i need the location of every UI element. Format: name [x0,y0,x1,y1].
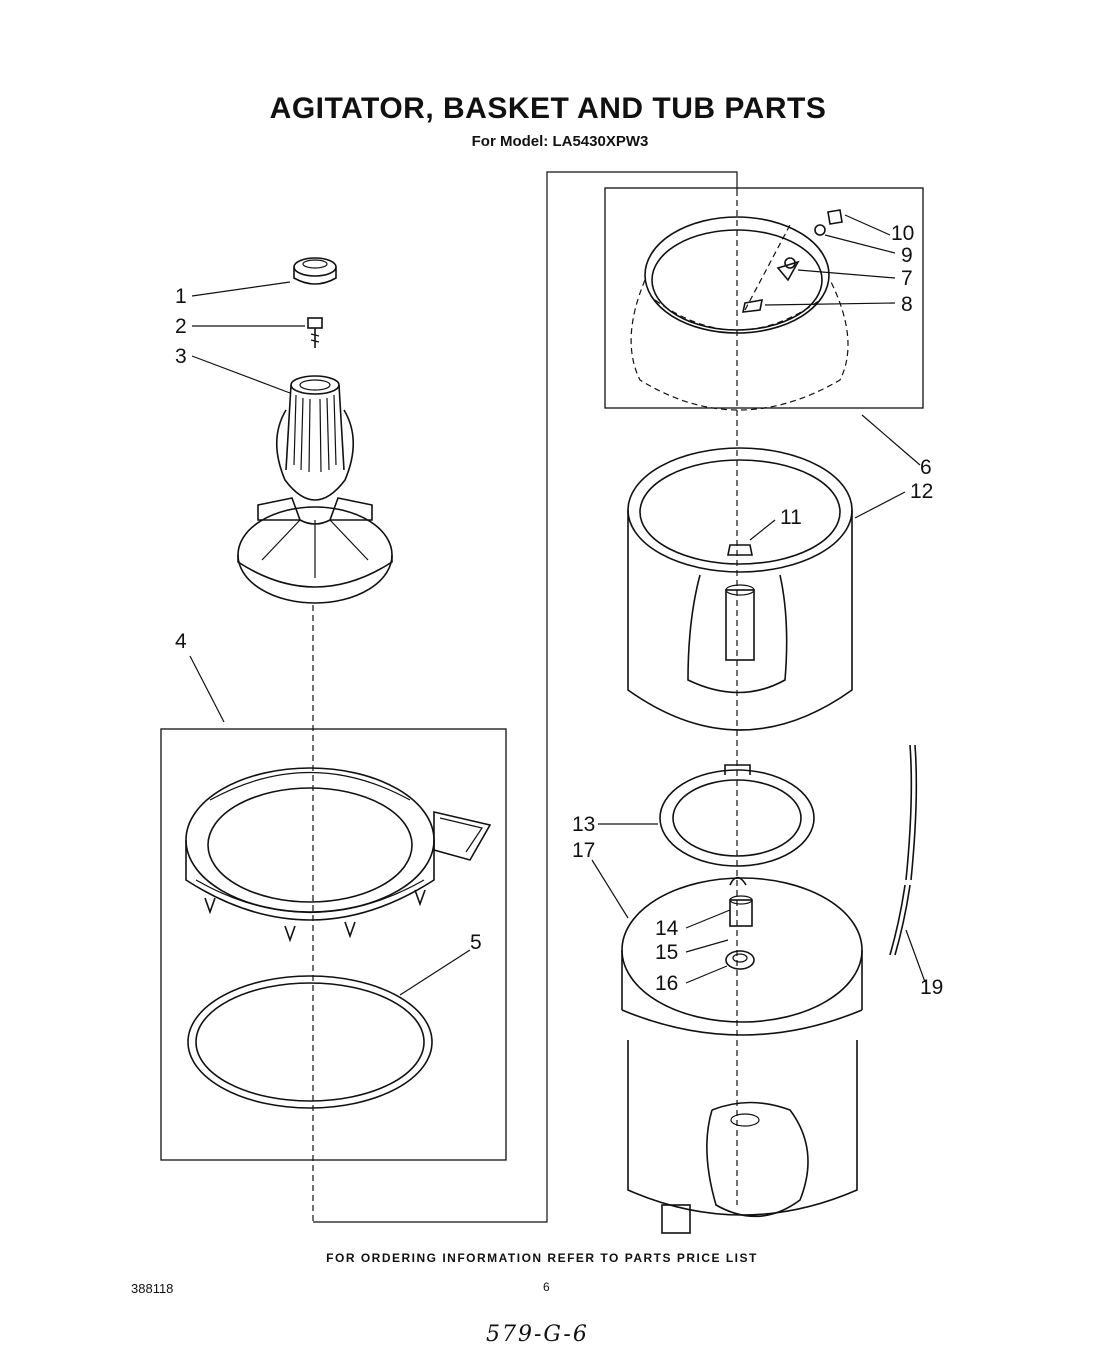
agitator-part [237,375,393,604]
leader-lines [189,214,926,996]
callout-16: 16 [655,972,678,995]
page-number: 6 [543,1280,550,1294]
callout-19: 19 [920,976,943,999]
hose-part [889,744,918,956]
document-number: 388118 [131,1281,174,1296]
guide-lines [312,171,738,1223]
group-box-4 [160,728,507,1161]
callout-13: 13 [572,813,595,836]
callout-8: 8 [901,293,913,316]
ring-seal-part [187,975,433,1109]
model-subtitle: For Model: LA5430XPW3 [471,133,649,150]
callout-10: 10 [891,222,914,245]
callout-17: 17 [572,839,595,862]
callout-labels: 1 2 3 4 5 6 7 8 9 10 11 12 13 17 14 15 1… [175,222,943,999]
callout-15: 15 [655,941,678,964]
callout-3: 3 [175,345,187,368]
basket-part [627,447,853,731]
callout-7: 7 [901,267,913,290]
callout-2: 2 [175,315,187,338]
callout-1: 1 [175,285,187,308]
callout-14: 14 [655,917,679,940]
ordering-note: FOR ORDERING INFORMATION REFER TO PARTS … [326,1251,758,1265]
handwritten-note: 579-G-6 [486,1322,589,1347]
tub-ring-part [185,767,492,943]
callout-5: 5 [470,931,482,954]
diagram-title: AGITATOR, BASKET AND TUB PARTS [269,92,827,125]
outer-tub-part [621,877,863,1234]
callout-4: 4 [175,630,187,653]
hub-parts-14-16 [725,876,755,970]
callout-6: 6 [920,456,932,479]
basket-ring-part [630,209,849,411]
agitator-cap-part [293,257,337,285]
callout-11: 11 [780,506,802,529]
callout-9: 9 [901,244,913,267]
callout-12: 12 [910,480,933,503]
agitator-bolt-part [307,317,323,348]
tub-cover-part [659,764,815,867]
